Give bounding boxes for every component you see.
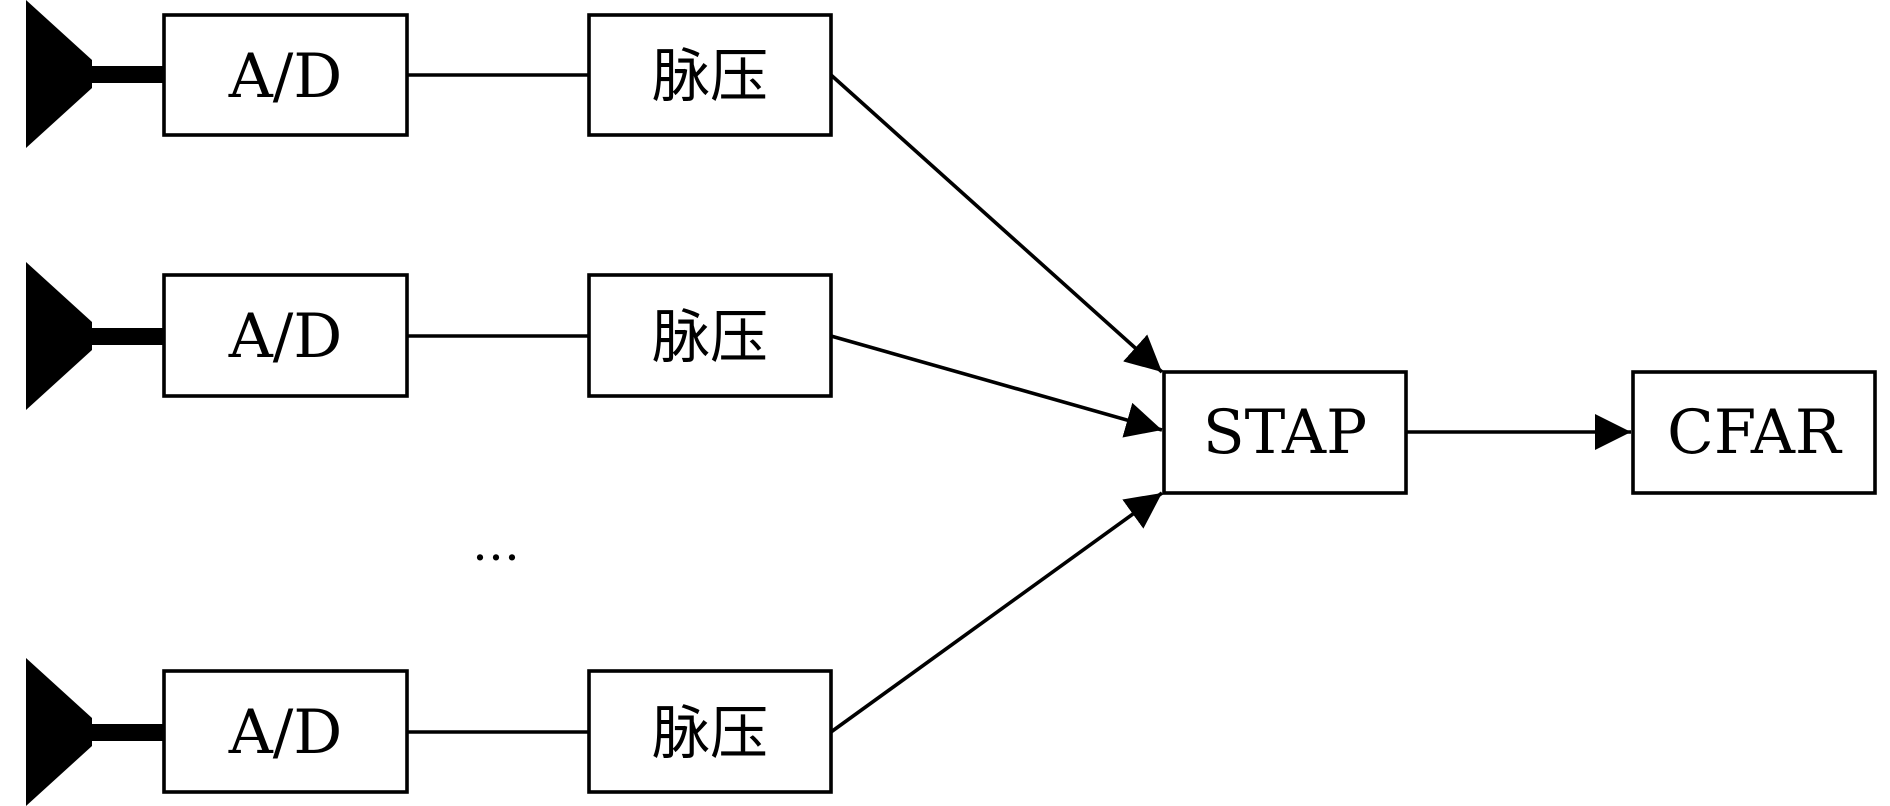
adc-label: A/D <box>228 697 343 768</box>
pulse-compression-label: 脉压 <box>652 42 768 110</box>
pulse-compression-label: 脉压 <box>652 699 768 767</box>
antenna-feed <box>90 724 164 741</box>
antenna-icon <box>26 262 92 410</box>
stap-block: STAP <box>1162 370 1408 495</box>
channel-2: A/D 脉压 <box>26 262 1163 438</box>
channel-1: A/D 脉压 <box>26 0 1164 374</box>
pulse-compression-block: 脉压 <box>587 13 833 137</box>
pulse-to-stap-arrow <box>830 334 1163 438</box>
antenna-feed <box>90 328 164 345</box>
cfar-block: CFAR <box>1631 370 1877 495</box>
antenna-icon <box>26 0 92 148</box>
pulse-to-stap-arrow <box>829 491 1164 734</box>
adc-block: A/D <box>162 273 409 398</box>
ellipsis: … <box>472 516 520 572</box>
pulse-to-stap-arrow <box>829 73 1164 374</box>
pulse-compression-block: 脉压 <box>587 669 833 794</box>
pulse-compression-block: 脉压 <box>587 273 833 398</box>
cfar-label: CFAR <box>1667 397 1843 468</box>
adc-label: A/D <box>228 41 343 112</box>
pulse-compression-label: 脉压 <box>652 303 768 371</box>
stap-label: STAP <box>1203 397 1367 468</box>
adc-block: A/D <box>162 669 409 794</box>
antenna-icon <box>26 658 92 806</box>
antenna-feed <box>90 66 164 83</box>
adc-block: A/D <box>162 13 409 137</box>
adc-label: A/D <box>228 301 343 372</box>
channel-3: A/D 脉压 <box>26 491 1164 806</box>
